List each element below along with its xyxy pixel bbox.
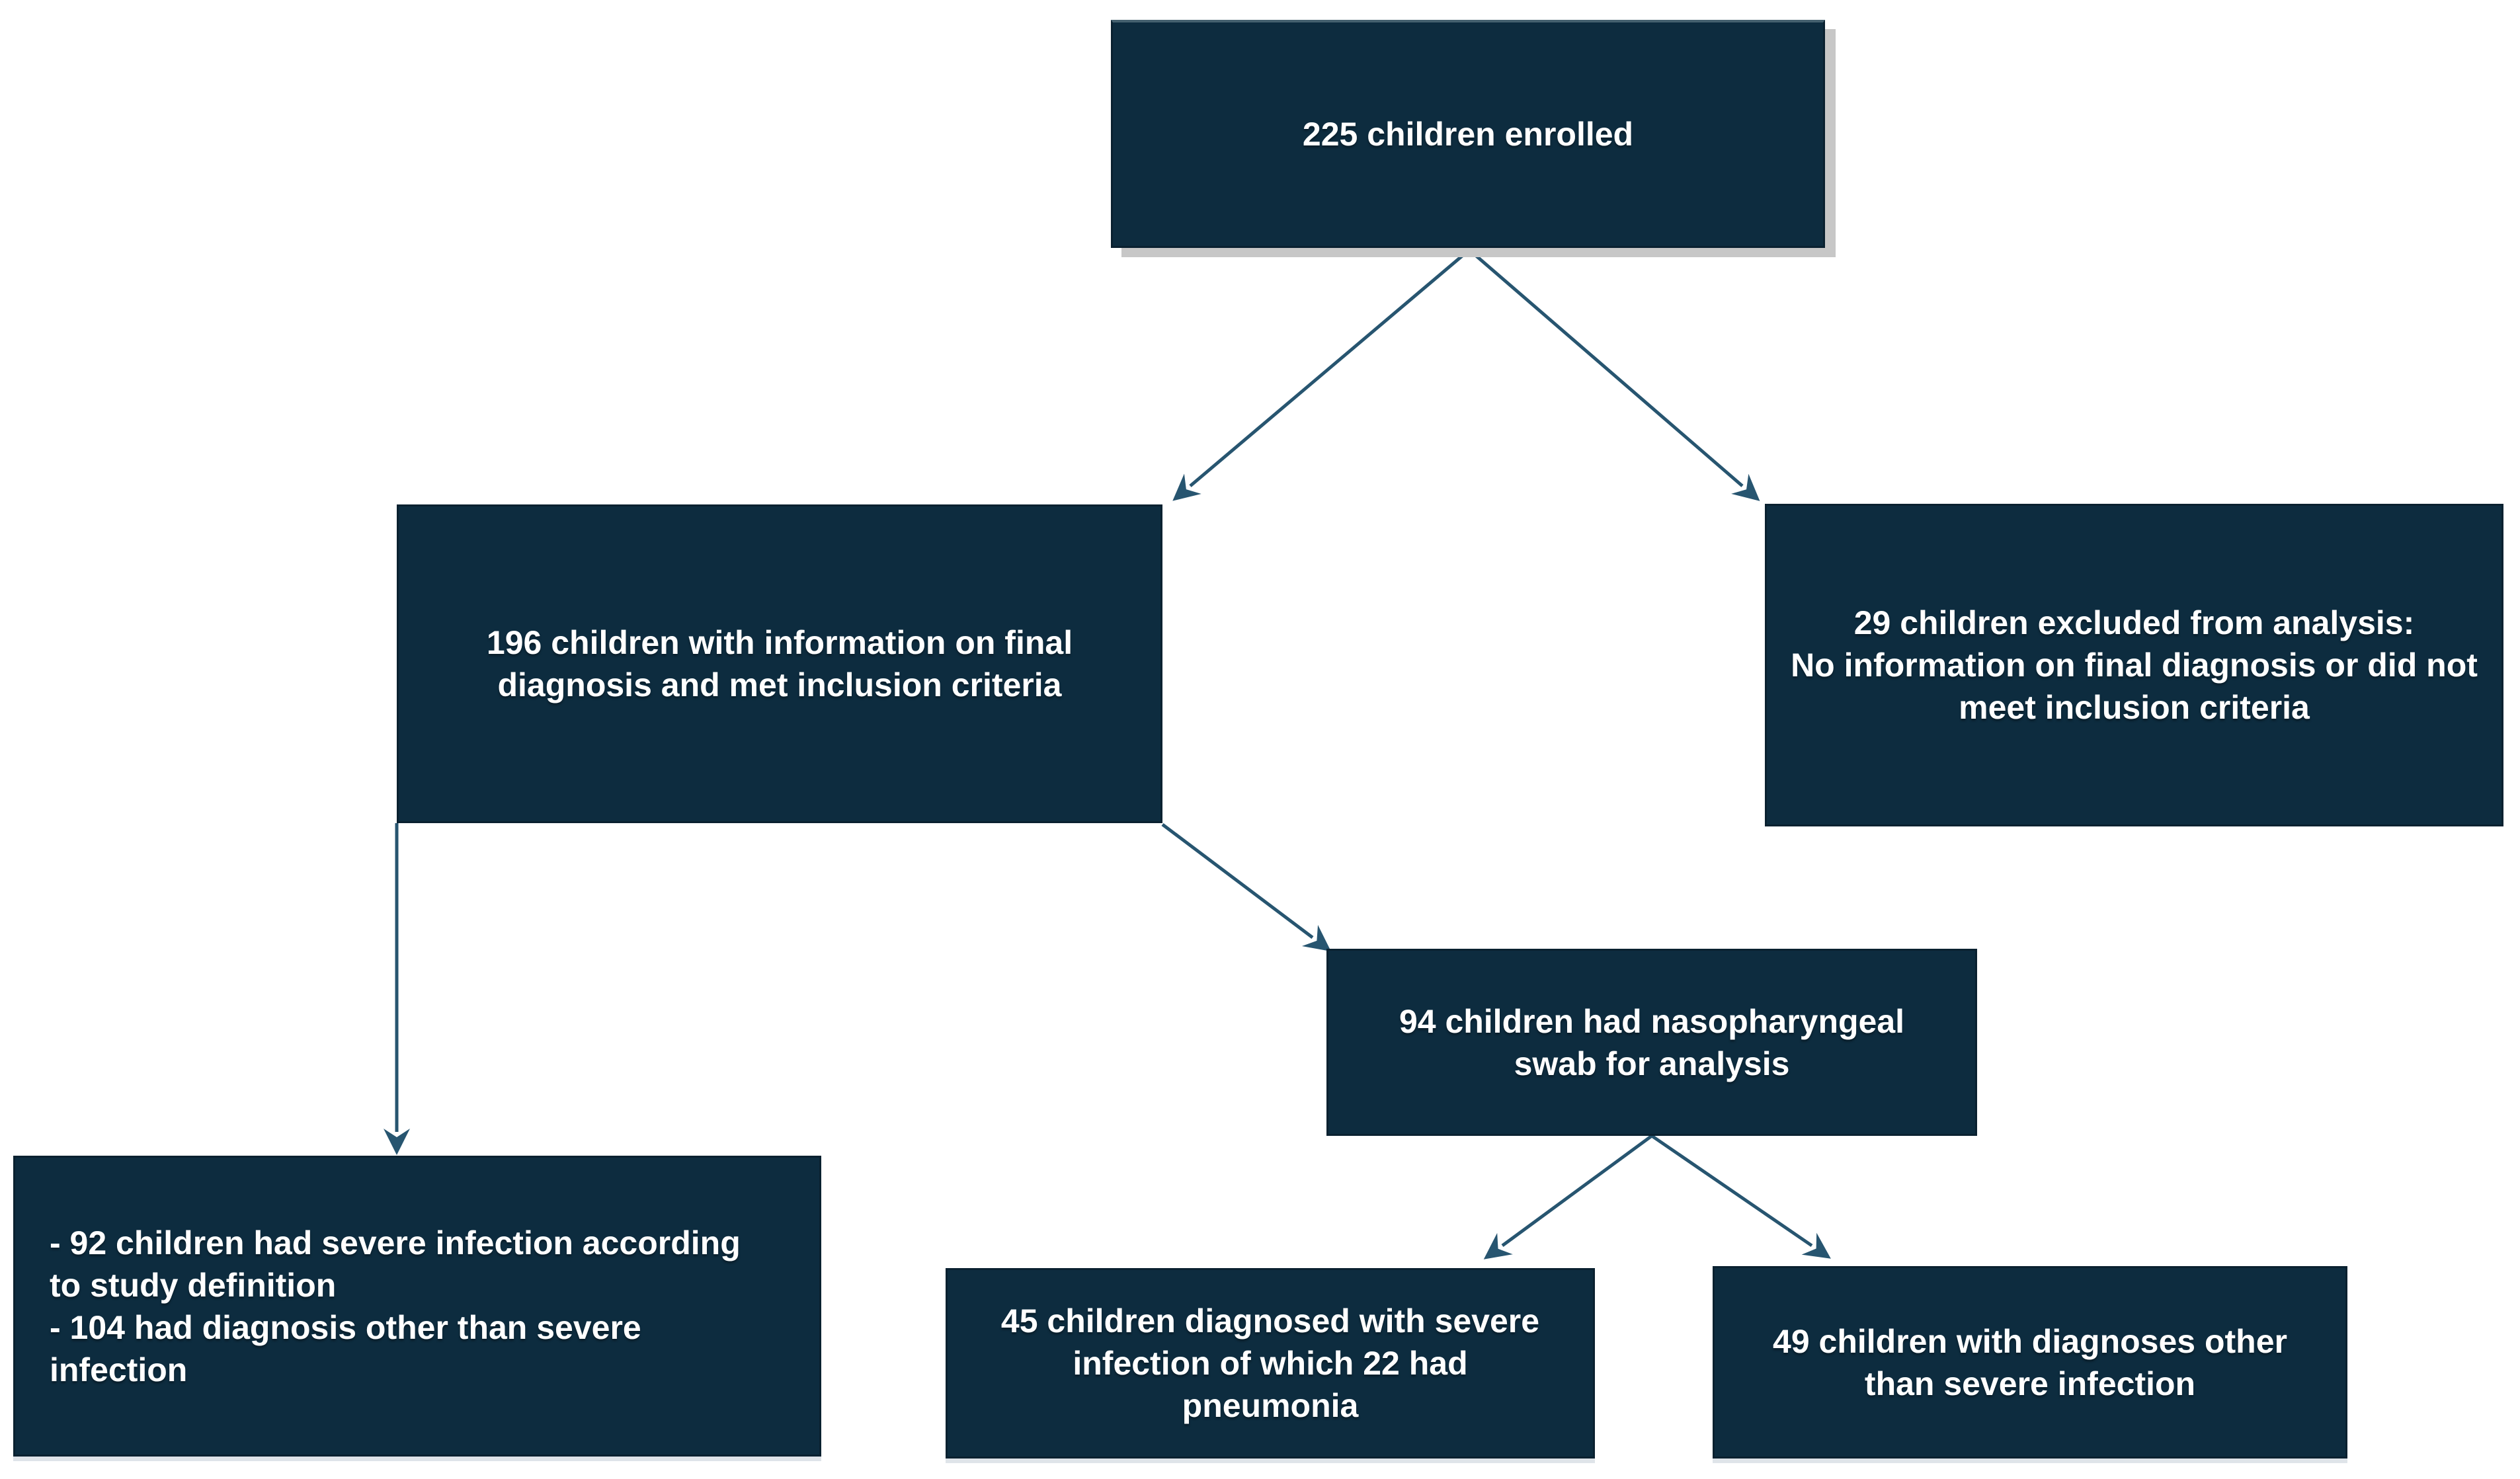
box-swab-other-diagnoses-label: 49 children with diagnoses other than se… — [1773, 1322, 2287, 1402]
box-severe-infection-breakdown: - 92 children had severe infection accor… — [13, 1156, 821, 1457]
box-included-label: 196 children with information on final d… — [486, 624, 1073, 703]
arrow-enrolled-to-included — [1172, 249, 1471, 501]
box-swab-severe-infection: 45 children diagnosed with severe infect… — [946, 1268, 1595, 1459]
box-enrolled-label: 225 children enrolled — [1302, 116, 1634, 153]
box-excluded: 29 children excluded from analysis: No i… — [1765, 504, 2503, 826]
arrow-included-to-swab — [1161, 823, 1331, 952]
box-excluded-label: 29 children excluded from analysis: No i… — [1791, 604, 2478, 726]
box-nasopharyngeal-swab-label: 94 children had nasopharyngeal swab for … — [1399, 1002, 1905, 1082]
box-enrolled: 225 children enrolled — [1111, 20, 1825, 248]
box-swab-severe-infection-label: 45 children diagnosed with severe infect… — [1000, 1302, 1540, 1424]
arrow-swab-to-swab-severe — [1483, 1134, 1653, 1259]
box-severe-infection-breakdown-label: - 92 children had severe infection accor… — [50, 1224, 741, 1388]
arrow-enrolled-to-excluded — [1468, 249, 1760, 501]
box-nasopharyngeal-swab: 94 children had nasopharyngeal swab for … — [1326, 949, 1977, 1136]
box-included: 196 children with information on final d… — [397, 504, 1162, 823]
arrow-swab-to-swab-other — [1650, 1134, 1831, 1259]
box-swab-other-diagnoses: 49 children with diagnoses other than se… — [1713, 1266, 2347, 1459]
